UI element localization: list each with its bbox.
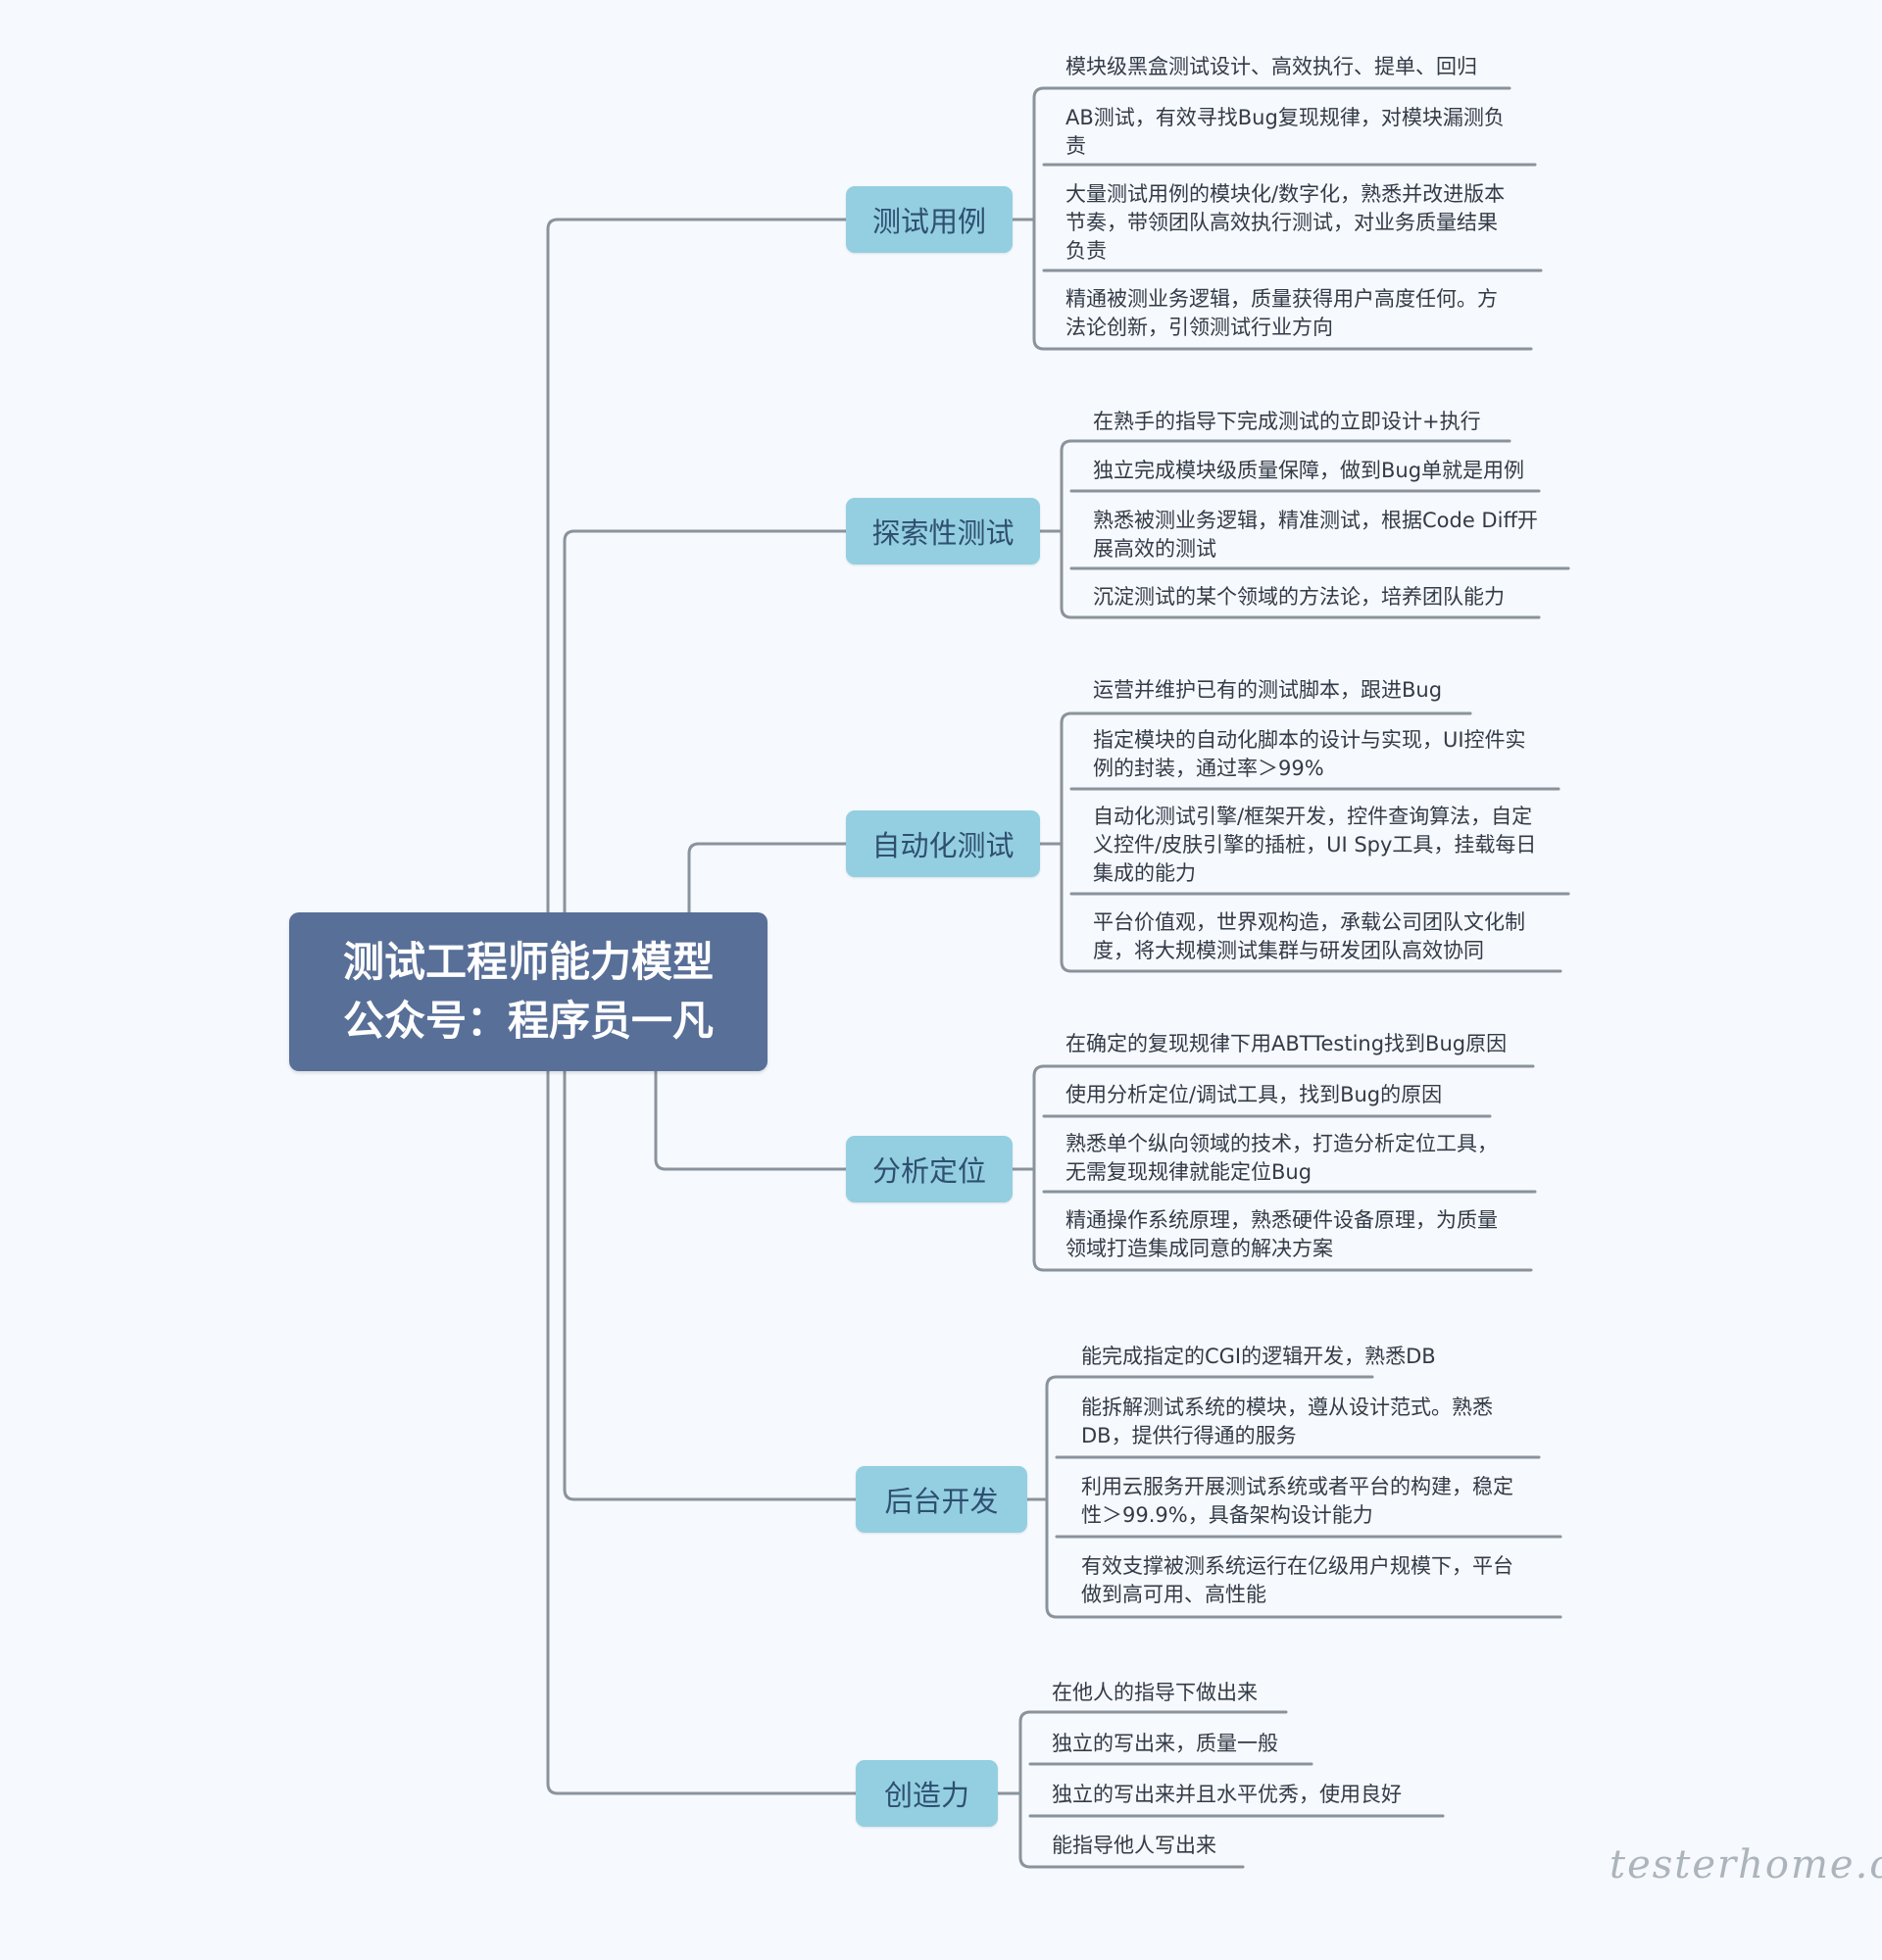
leaf-spine-2: [1060, 439, 1073, 619]
branch-test-cases[interactable]: 测试用例: [846, 186, 1013, 253]
branch-backend-dev[interactable]: 后台开发: [856, 1466, 1027, 1533]
branch-analysis-locating[interactable]: 分析定位: [846, 1136, 1013, 1202]
leaf-backend-2: 能拆解测试系统的模块，遵从设计范式。熟悉 DB，提供行得通的服务: [1081, 1396, 1493, 1447]
leaf-spine-4: [1032, 1064, 1046, 1272]
leaf-analysis-2: 使用分析定位/调试工具，找到Bug的原因: [1065, 1083, 1443, 1106]
leaf-exploratory-4: 沉淀测试的某个领域的方法论，培养团队能力: [1093, 585, 1505, 609]
leaf-analysis-4: 精通操作系统原理，熟悉硬件设备原理，为质量 领域打造集成同意的解决方案: [1065, 1208, 1498, 1260]
leaf-test-cases-2: AB测试，有效寻找Bug复现规律，对模块漏测负 责: [1065, 106, 1505, 158]
root-link-6: [546, 1069, 858, 1795]
root-link-4: [654, 1069, 848, 1171]
root-link-3: [687, 842, 848, 914]
leaf-creativity-4: 能指导他人写出来: [1052, 1834, 1216, 1857]
leaf-spine-5: [1045, 1375, 1059, 1619]
leaf-spine-6: [1018, 1710, 1032, 1869]
leaf-creativity-1: 在他人的指导下做出来: [1052, 1681, 1258, 1704]
leaf-analysis-3: 熟悉单个纵向领域的技术，打造分析定位工具， 无需复现规律就能定位Bug: [1065, 1132, 1498, 1184]
leaf-creativity-2: 独立的写出来，质量一般: [1052, 1732, 1278, 1755]
branch-exploratory-testing[interactable]: 探索性测试: [846, 498, 1040, 564]
root-link-2: [563, 529, 848, 914]
root-link-5: [563, 1069, 858, 1501]
leaf-test-cases-4: 精通被测业务逻辑，质量获得用户高度任何。方 法论创新，引领测试行业方向: [1065, 287, 1498, 339]
leaf-automation-4: 平台价值观，世界观构造，承载公司团队文化制 度，将大规模测试集群与研发团队高效协…: [1093, 910, 1525, 962]
leaf-automation-3: 自动化测试引擎/框架开发，控件查询算法，自定 义控件/皮肤引擎的插桩，UI Sp…: [1093, 805, 1537, 885]
leaf-backend-1: 能完成指定的CGI的逻辑开发，熟悉DB: [1081, 1345, 1436, 1368]
watermark: testerhome.com: [1610, 1842, 1882, 1887]
leaf-backend-3: 利用云服务开展测试系统或者平台的构建，稳定 性＞99.9%，具备架构设计能力: [1081, 1475, 1513, 1527]
leaf-test-cases-1: 模块级黑盒测试设计、高效执行、提单、回归: [1065, 55, 1477, 78]
leaf-exploratory-3: 熟悉被测业务逻辑，精准测试，根据Code Diff开 展高效的测试: [1093, 509, 1538, 561]
leaf-exploratory-2: 独立完成模块级质量保障，做到Bug单就是用例: [1093, 459, 1525, 482]
root-subtitle: 公众号：程序员一凡: [342, 997, 714, 1045]
leaf-spine-1: [1032, 86, 1046, 351]
leaf-spine-3: [1060, 711, 1073, 973]
leaf-exploratory-1: 在熟手的指导下完成测试的立即设计+执行: [1093, 410, 1481, 433]
leaf-test-cases-3: 大量测试用例的模块化/数字化，熟悉并改进版本 节奏，带领团队高效执行测试，对业务…: [1065, 182, 1506, 263]
root-node[interactable]: 测试工程师能力模型 公众号：程序员一凡: [289, 912, 768, 1071]
branch-creativity[interactable]: 创造力: [856, 1760, 998, 1827]
leaf-backend-4: 有效支撑被测系统运行在亿级用户规模下，平台 做到高可用、高性能: [1081, 1554, 1513, 1606]
root-title: 测试工程师能力模型: [342, 938, 714, 986]
leaf-automation-2: 指定模块的自动化脚本的设计与实现，UI控件实 例的封装，通过率＞99%: [1093, 728, 1526, 780]
root-link-1: [546, 218, 848, 914]
branch-automation-testing[interactable]: 自动化测试: [846, 810, 1040, 877]
leaf-creativity-3: 独立的写出来并且水平优秀，使用良好: [1052, 1783, 1402, 1806]
leaf-automation-1: 运营并维护已有的测试脚本，跟进Bug: [1093, 678, 1443, 702]
leaf-analysis-1: 在确定的复现规律下用ABTTesting找到Bug原因: [1065, 1032, 1508, 1055]
